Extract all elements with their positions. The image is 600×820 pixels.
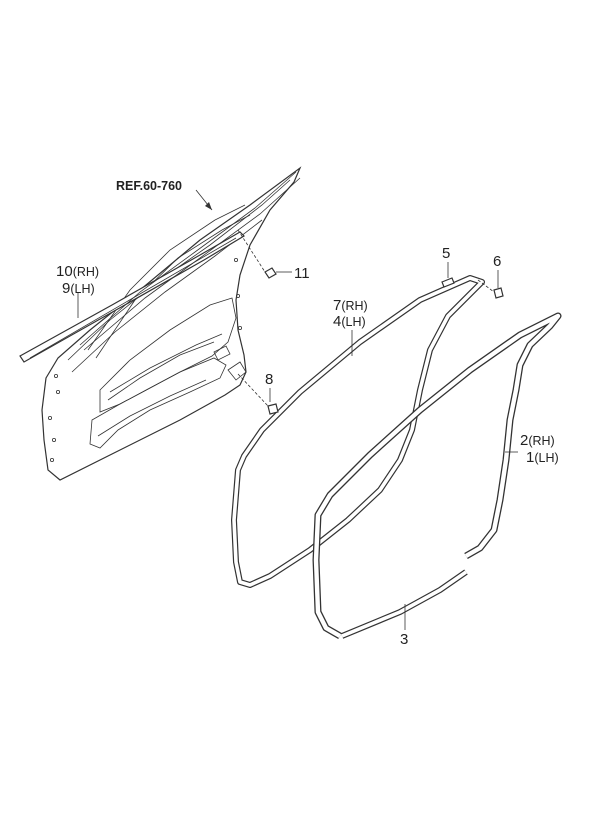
callout-4-suffix: (LH) [341,315,365,329]
callout-8: 8 [265,371,273,388]
callout-10-suffix: (RH) [73,265,99,279]
callout-2-number: 2 [520,432,528,449]
callout-3: 3 [400,631,408,648]
callout-4: 4(LH) [333,313,366,330]
callout-10: 10(RH) [56,263,99,280]
callout-1-number: 1 [526,449,534,466]
leader-lines [77,189,518,630]
callout-1-suffix: (LH) [534,451,558,465]
clip-5 [441,277,455,288]
callout-2: 2(RH) [520,432,555,449]
callout-5: 5 [442,245,450,262]
callout-11: 11 [294,265,310,282]
run-channel-strip [79,171,301,351]
callout-7-suffix: (RH) [341,299,367,313]
callout-7-number: 7 [333,297,341,314]
callout-2-suffix: (RH) [528,434,554,448]
callout-10-number: 10 [56,263,73,280]
clip-11 [264,267,277,279]
reference-label: REF.60-760 [116,179,182,193]
callout-4-number: 4 [333,313,341,330]
plug-8 [267,403,279,415]
callout-1: 1(LH) [526,449,559,466]
door-panel [41,166,302,481]
plug-6 [493,287,504,299]
door-weatherstrip-rh-lh [231,275,485,588]
body-side-weatherstrip [312,312,562,640]
callout-9: 9(LH) [62,280,95,297]
callout-7: 7(RH) [333,297,368,314]
callout-6: 6 [493,253,501,270]
callout-9-number: 9 [62,280,70,297]
sill-weatherstrip [340,569,468,639]
callout-9-suffix: (LH) [70,282,94,296]
